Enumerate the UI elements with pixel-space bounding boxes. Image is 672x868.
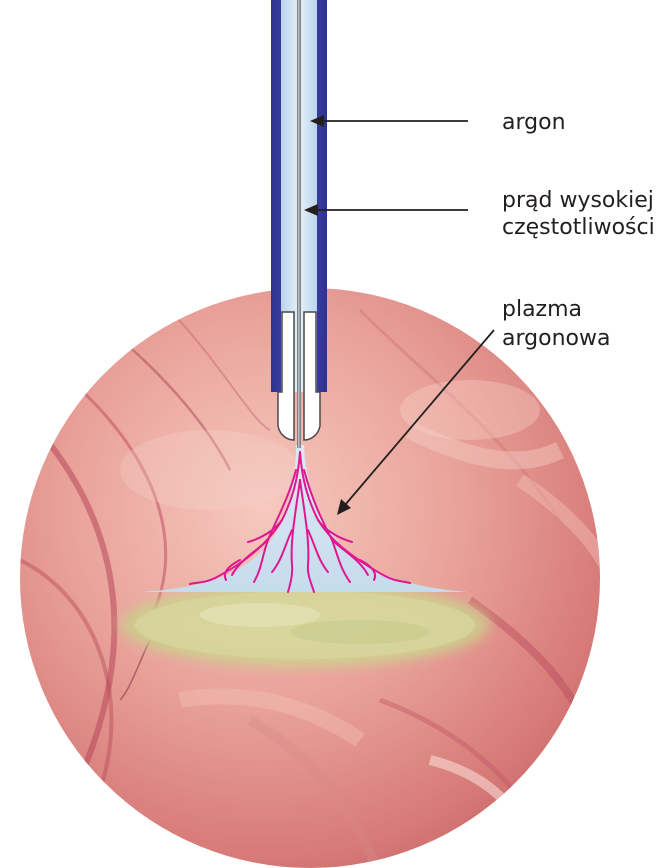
argon-arrow	[310, 115, 468, 127]
apc-probe	[271, 0, 327, 448]
label-current-line2: częstotliwości	[502, 215, 655, 240]
label-argon: argon	[502, 110, 566, 135]
label-plasma-line2: argonowa	[502, 326, 610, 351]
label-current-line1: prąd wysokiej	[502, 188, 654, 213]
current-arrow	[304, 204, 468, 216]
label-plasma-line1: plazma	[502, 297, 582, 322]
coagulation-zone	[120, 583, 490, 667]
